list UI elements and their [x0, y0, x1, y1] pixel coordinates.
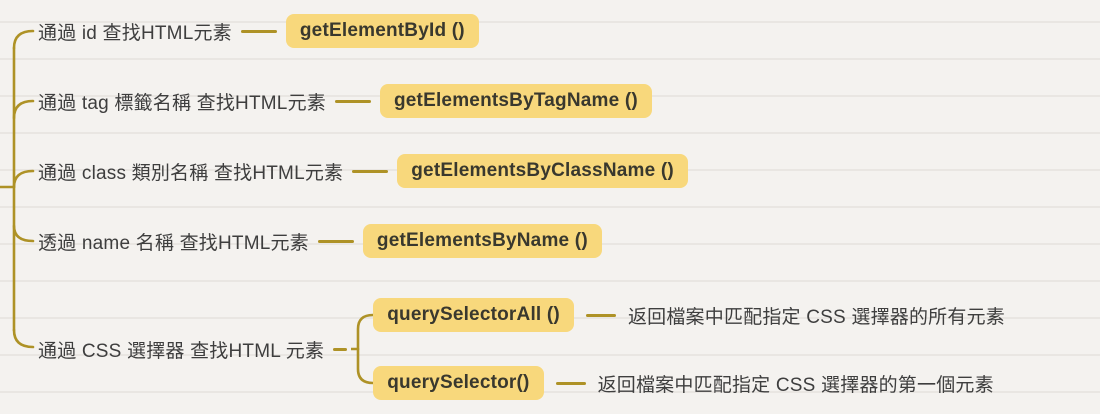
- child-row-queryselector: querySelector() 返回檔案中匹配指定 CSS 選擇器的第一個元素: [373, 366, 1005, 400]
- method-node-getelementsbyclassname[interactable]: getElementsByClassName (): [397, 154, 688, 188]
- connector-dash: [333, 347, 348, 351]
- branch-topic-class[interactable]: 通過 class 類別名稱 查找HTML元素: [38, 162, 344, 184]
- method-node-getelementsbyname[interactable]: getElementsByName (): [362, 224, 602, 258]
- elbow-branch-2: [12, 99, 35, 120]
- bracket-curve: [356, 313, 374, 385]
- elbow-branch-4: [12, 224, 35, 243]
- branch-connector-lines: [0, 29, 35, 349]
- elbow-branch-3: [12, 169, 35, 189]
- connector-dash: [585, 313, 616, 317]
- elbow-branch-5: [12, 328, 35, 349]
- sub-branch-bracket: [351, 313, 374, 385]
- connector-dash: [352, 169, 389, 173]
- branch-topic-id[interactable]: 通過 id 查找HTML元素: [38, 22, 232, 44]
- branch-row-class: 通過 class 類別名稱 查找HTML元素 getElementsByClas…: [34, 154, 688, 188]
- branch-topic-tag[interactable]: 通過 tag 標籤名稱 查找HTML元素: [38, 92, 326, 114]
- method-node-getelementbyid[interactable]: getElementById (): [285, 14, 479, 48]
- connector-dash: [334, 99, 371, 103]
- method-node-queryselector[interactable]: querySelector(): [373, 366, 544, 400]
- branch-row-css-selector: 通過 CSS 選擇器 查找HTML 元素 querySelectorAll ()…: [34, 298, 1005, 400]
- method-node-queryselectorall[interactable]: querySelectorAll (): [373, 298, 574, 332]
- branch-topic-name[interactable]: 透過 name 名稱 查找HTML元素: [38, 232, 309, 254]
- branch-row-id: 通過 id 查找HTML元素 getElementById (): [34, 14, 479, 48]
- branch-row-tag: 通過 tag 標籤名稱 查找HTML元素 getElementsByTagNam…: [34, 84, 652, 118]
- connector-dash: [555, 381, 586, 385]
- description-queryselectorall[interactable]: 返回檔案中匹配指定 CSS 選擇器的所有元素: [627, 306, 1005, 328]
- method-node-getelementsbytagname[interactable]: getElementsByTagName (): [379, 84, 652, 118]
- connector-dash: [240, 29, 277, 33]
- elbow-branch-1: [12, 29, 35, 50]
- child-row-queryselectorall: querySelectorAll () 返回檔案中匹配指定 CSS 選擇器的所有…: [373, 298, 1005, 332]
- branch-row-name: 透過 name 名稱 查找HTML元素 getElementsByName (): [34, 224, 602, 258]
- css-selector-children: querySelectorAll () 返回檔案中匹配指定 CSS 選擇器的所有…: [373, 298, 1005, 400]
- branch-topic-css-selector[interactable]: 通過 CSS 選擇器 查找HTML 元素: [38, 340, 325, 362]
- connector-dash: [317, 239, 354, 243]
- description-queryselector[interactable]: 返回檔案中匹配指定 CSS 選擇器的第一個元素: [597, 374, 994, 396]
